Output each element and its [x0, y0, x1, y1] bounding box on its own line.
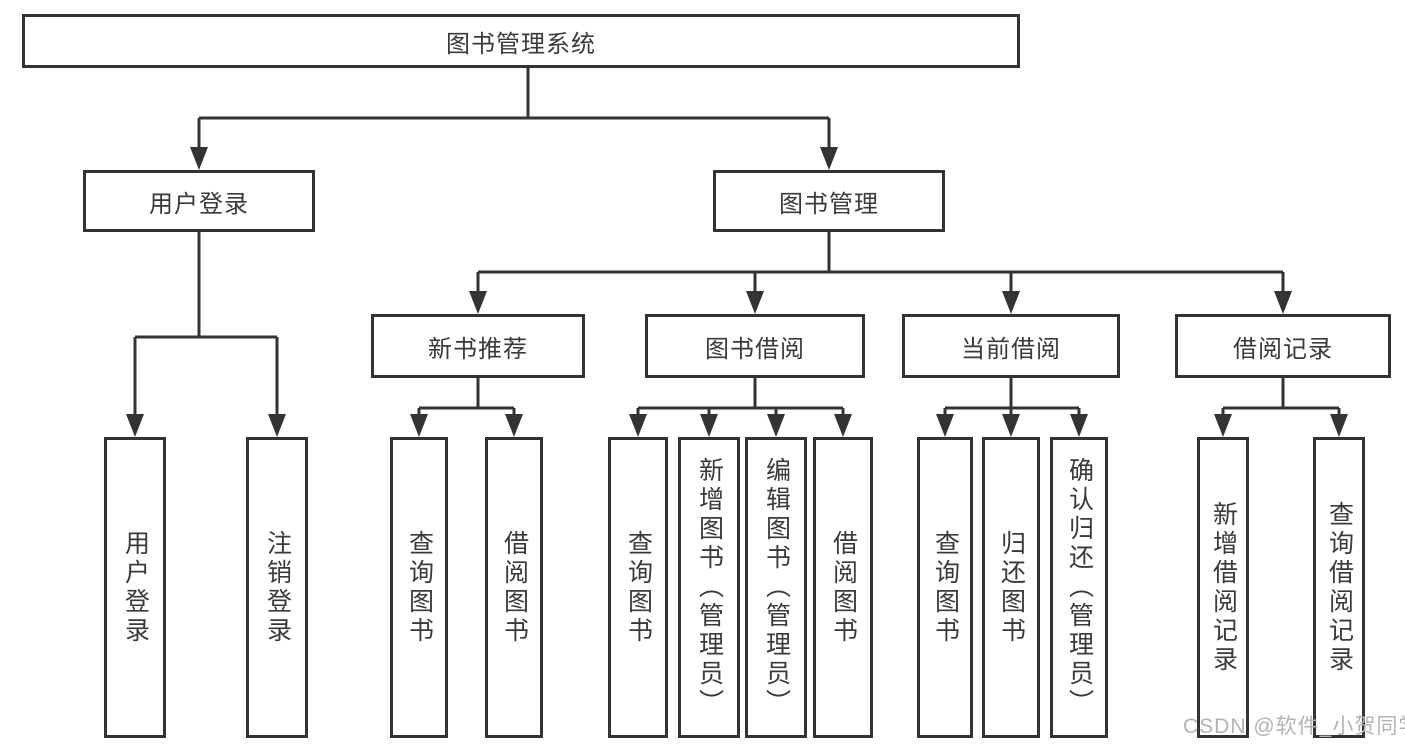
leaf-label: 编辑图书（管理员）	[762, 457, 791, 718]
connector-root-to-level1	[190, 68, 838, 170]
leaf-label: 注销登录	[263, 529, 292, 646]
node-new-book-rec: 新书推荐	[371, 314, 585, 378]
leaf-label: 归还图书	[997, 529, 1026, 646]
node-current-borrow: 当前借阅	[902, 314, 1120, 378]
connector-borrow-records-children	[1214, 378, 1348, 437]
leaf-query-books-current: 查询图书	[917, 437, 973, 738]
leaf-label: 新增借阅记录	[1209, 500, 1238, 675]
connector-new-book-children	[410, 378, 523, 437]
leaf-logout: 注销登录	[246, 437, 308, 738]
leaf-return-books: 归还图书	[982, 437, 1040, 738]
node-user-login: 用户登录	[83, 170, 315, 232]
connector-user-login-children	[126, 232, 286, 437]
leaf-label: 用户登录	[121, 529, 150, 646]
node-borrow-records: 借阅记录	[1175, 314, 1391, 378]
leaf-label: 借阅图书	[829, 529, 858, 646]
leaf-query-books-rec: 查询图书	[390, 437, 448, 738]
node-book-borrow: 图书借阅	[645, 314, 865, 378]
leaf-query-borrow-record: 查询借阅记录	[1313, 437, 1365, 738]
leaf-borrow-books-rec: 借阅图书	[485, 437, 543, 738]
leaf-user-login: 用户登录	[104, 437, 166, 738]
leaf-add-borrow-record: 新增借阅记录	[1197, 437, 1249, 738]
leaf-add-books-admin: 新增图书（管理员）	[678, 437, 740, 738]
leaf-query-books-borrow: 查询图书	[608, 437, 668, 738]
leaf-edit-books-admin: 编辑图书（管理员）	[745, 437, 807, 738]
node-root-system: 图书管理系统	[22, 14, 1020, 68]
leaf-label: 查询图书	[931, 529, 960, 646]
leaf-confirm-return-admin: 确认归还（管理员）	[1050, 437, 1108, 738]
leaf-label: 查询借阅记录	[1325, 500, 1354, 675]
leaf-label: 查询图书	[405, 529, 434, 646]
connector-book-mgmt-children	[469, 232, 1292, 314]
leaf-label: 查询图书	[624, 529, 653, 646]
leaf-label: 确认归还（管理员）	[1065, 457, 1094, 718]
node-book-mgmt: 图书管理	[713, 170, 945, 232]
connector-current-borrow-children	[936, 378, 1088, 437]
leaf-label: 新增图书（管理员）	[695, 457, 724, 718]
connector-book-borrow-children	[629, 378, 852, 437]
leaf-borrow-books: 借阅图书	[813, 437, 873, 738]
leaf-label: 借阅图书	[500, 529, 529, 646]
csdn-watermark: CSDN @软件_小贺同学	[1183, 715, 1405, 738]
